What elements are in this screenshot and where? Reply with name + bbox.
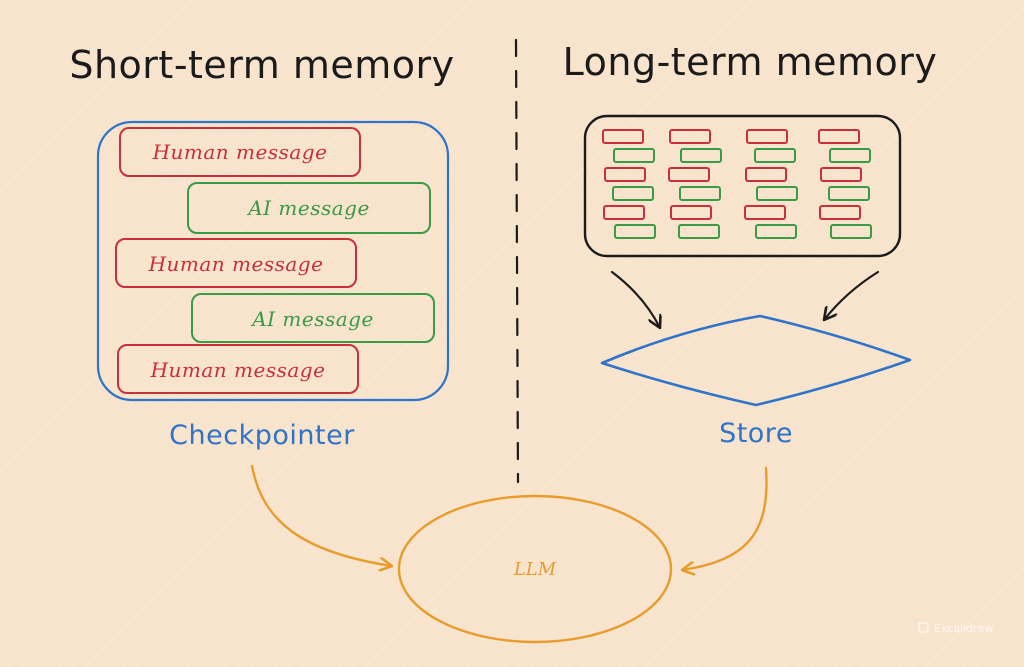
memory-record-green (680, 148, 722, 163)
memory-record-green (613, 148, 655, 163)
memory-record-green (614, 224, 656, 239)
message-2: AI message (187, 182, 431, 234)
arrow-store-to-llm (682, 466, 768, 570)
memory-record-green (678, 224, 720, 239)
memory-record-red (744, 205, 786, 220)
human-message-label: Human message (148, 252, 324, 276)
human-message-box (119, 127, 361, 177)
ai-message-box (187, 182, 431, 234)
memory-records-container (583, 114, 902, 258)
message-5: Human message (117, 344, 359, 394)
memory-record-red (818, 129, 860, 144)
human-message-box (115, 238, 357, 288)
short-term-memory-heading: Short-term memory (69, 43, 454, 87)
store-shape (600, 314, 912, 407)
ai-message-label: AI message (250, 307, 374, 331)
memory-record-red (745, 167, 787, 182)
llm-label: LLM (513, 559, 557, 580)
memory-record-red (670, 205, 712, 220)
memory-records-grid (602, 129, 872, 239)
llm-ellipse (397, 494, 673, 644)
ai-message-label: AI message (246, 196, 370, 220)
long-term-memory-heading: Long-term memory (563, 40, 938, 84)
memory-record-red (820, 167, 862, 182)
checkpointer-container (96, 120, 450, 402)
memory-record-green (828, 186, 870, 201)
arrow-into-store-left (610, 270, 660, 328)
memory-record-red (668, 167, 710, 182)
watermark-text: Excalidraw (934, 622, 993, 635)
dashed-divider (514, 38, 520, 484)
human-message-label: Human message (150, 358, 326, 382)
memory-record-green (755, 224, 797, 239)
message-1: Human message (119, 127, 361, 177)
memory-record-green (829, 148, 871, 163)
memory-record-red (669, 129, 711, 144)
human-message-box (117, 344, 359, 394)
memory-record-red (746, 129, 788, 144)
memory-record-red (603, 205, 645, 220)
memory-record-green (754, 148, 796, 163)
message-4: AI message (191, 293, 435, 343)
arrow-checkpointer-to-llm (250, 464, 392, 566)
memory-record-red (604, 167, 646, 182)
memory-record-green (756, 186, 798, 201)
memory-record-red (819, 205, 861, 220)
arrow-into-store-right (824, 270, 880, 320)
message-3: Human message (115, 238, 357, 288)
human-message-label: Human message (152, 140, 328, 164)
memory-record-red (602, 129, 644, 144)
memory-record-green (830, 224, 872, 239)
watermark-icon (918, 622, 929, 633)
memory-record-green (679, 186, 721, 201)
ai-message-box (191, 293, 435, 343)
store-label: Store (719, 418, 793, 449)
checkpointer-label: Checkpointer (169, 420, 355, 451)
memory-record-green (612, 186, 654, 201)
